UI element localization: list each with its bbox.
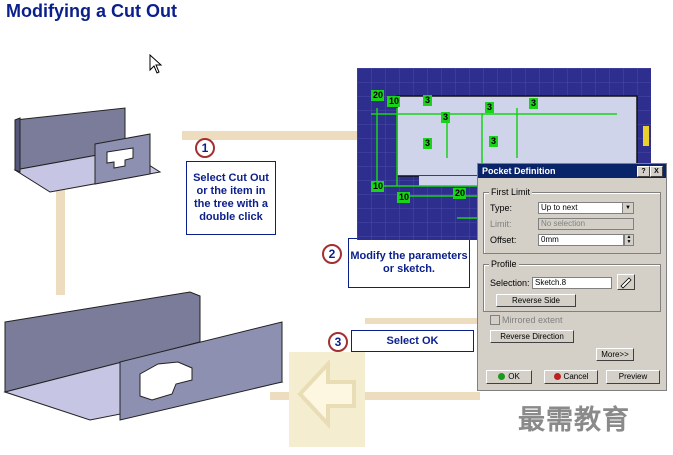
dialog-title: Pocket Definition [482, 166, 556, 176]
step-2-callout: Modify the parameters or sketch. [348, 238, 470, 288]
ok-label: OK [508, 372, 520, 381]
offset-field[interactable]: 0mm [538, 234, 624, 246]
sketch-dimension[interactable]: 3 [425, 138, 431, 148]
cancel-label: Cancel [563, 372, 589, 381]
offset-label: Offset: [490, 235, 517, 245]
step-3-marker: 3 [328, 332, 348, 352]
first-limit-label: First Limit [489, 187, 532, 197]
cancel-dot-icon [553, 373, 561, 381]
sketch-dimension[interactable]: 3 [491, 136, 497, 146]
sketch-dimension[interactable]: 20 [455, 188, 466, 198]
limit-label: Limit: [490, 219, 512, 229]
cancel-button[interactable]: Cancel [544, 370, 598, 384]
mirrored-extent-label: Mirrored extent [502, 315, 563, 325]
sketch-dimension[interactable]: 10 [389, 96, 400, 106]
sketch-dimension[interactable]: 20 [373, 90, 384, 100]
ok-dot-icon [498, 373, 506, 381]
sketch-edit-icon[interactable] [617, 274, 635, 290]
mirrored-extent-checkbox[interactable] [490, 315, 500, 325]
step-1-marker: 1 [195, 138, 215, 158]
sketch-dimension[interactable]: 3 [443, 112, 449, 122]
help-button[interactable]: ? [637, 166, 650, 177]
pocket-definition-dialog[interactable]: Pocket Definition ? X First Limit Type: … [477, 163, 667, 391]
sketch-dimension[interactable]: 3 [531, 98, 537, 108]
dialog-titlebar[interactable]: Pocket Definition ? X [478, 164, 666, 178]
close-button[interactable]: X [650, 166, 663, 177]
step-1-callout: Select Cut Out or the item in the tree w… [186, 161, 276, 235]
type-dropdown[interactable]: Up to next ▼ [538, 202, 634, 214]
chevron-down-icon[interactable]: ▼ [622, 203, 633, 213]
watermark-text: 最需教育 [518, 405, 630, 435]
profile-label: Profile [489, 259, 519, 269]
sketch-dimension[interactable]: 10 [373, 181, 384, 191]
reverse-side-button[interactable]: Reverse Side [496, 294, 576, 307]
limit-field: No selection [538, 218, 634, 230]
profile-group: Profile Selection: Sketch.8 Reverse Side [483, 259, 661, 312]
sheet-metal-part-large[interactable] [0, 282, 290, 422]
sketch-dimension[interactable]: 10 [399, 192, 410, 202]
page-title: Modifying a Cut Out [6, 1, 177, 21]
step-2-marker: 2 [322, 244, 342, 264]
type-label: Type: [490, 203, 513, 213]
flow-connector-left [56, 185, 65, 295]
type-dropdown-value: Up to next [541, 203, 578, 212]
ok-button[interactable]: OK [486, 370, 532, 384]
sketch-dimension[interactable]: 3 [425, 95, 431, 105]
step-3-callout: Select OK [351, 330, 474, 352]
flow-connector-top [182, 131, 358, 140]
flow-connector-right [365, 318, 477, 324]
offset-spinner-icon[interactable]: ▲▼ [624, 234, 634, 246]
reverse-direction-button[interactable]: Reverse Direction [490, 330, 574, 343]
left-arrow-icon [297, 360, 356, 430]
sketch-dimension[interactable]: 3 [487, 102, 493, 112]
sheet-metal-part-small[interactable] [10, 100, 170, 200]
flow-connector-bottom [270, 392, 480, 400]
preview-button[interactable]: Preview [606, 370, 660, 384]
selection-label: Selection: [490, 278, 530, 288]
first-limit-group: First Limit Type: Up to next ▼ Limit: No… [483, 187, 661, 254]
selection-field[interactable]: Sketch.8 [532, 277, 612, 289]
more-button[interactable]: More>> [596, 348, 634, 361]
mouse-cursor-icon [149, 54, 163, 74]
